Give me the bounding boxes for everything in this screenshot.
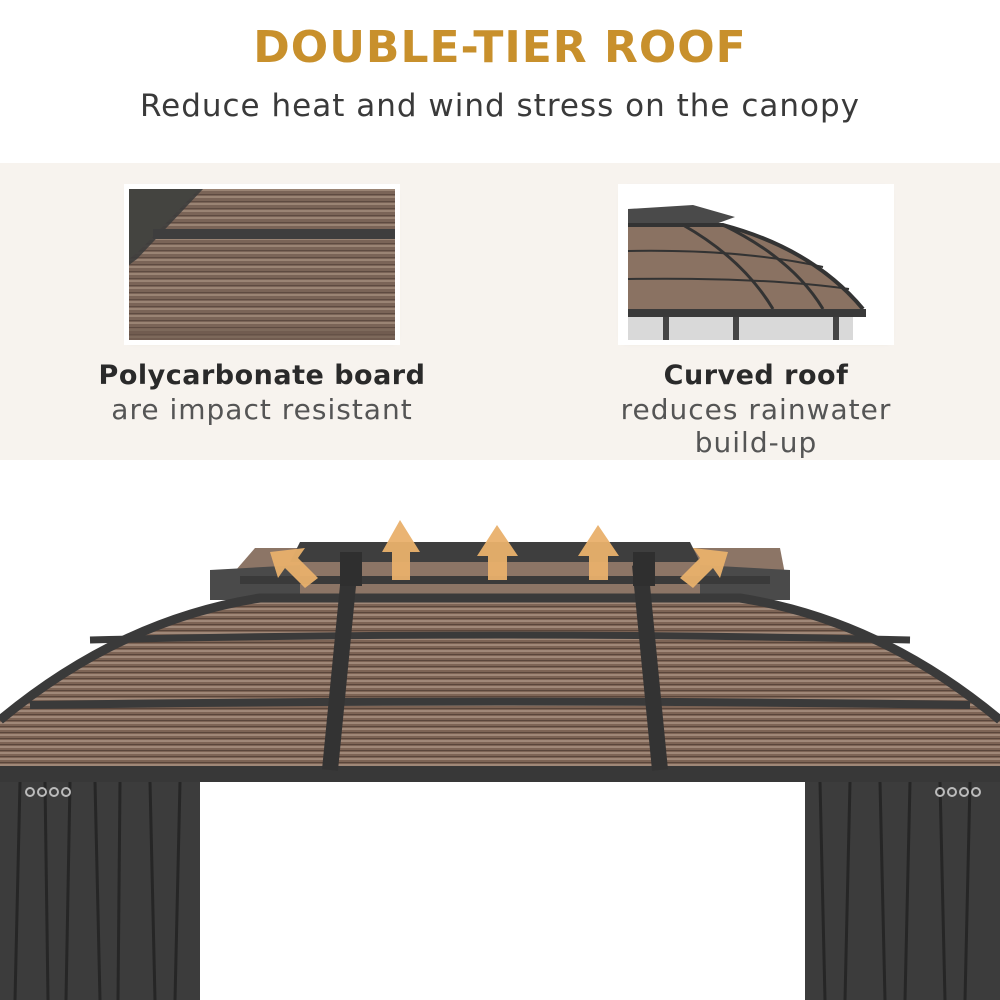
feature-polycarbonate: Polycarbonate board are impact resistant	[42, 189, 482, 426]
airflow-arrow-icon	[680, 548, 728, 588]
page-title: DOUBLE-TIER ROOF	[253, 22, 747, 73]
curved-roof-image	[623, 189, 889, 340]
curved-roof-icon	[623, 189, 889, 340]
gazebo-hero-image	[0, 470, 1000, 1000]
airflow-arrow-icon	[578, 525, 619, 580]
feature-description: are impact resistant	[111, 393, 413, 426]
polycarbonate-panel-image	[129, 189, 395, 340]
airflow-arrow-icon	[382, 520, 420, 580]
feature-title: Curved roof	[663, 360, 849, 391]
airflow-arrow-icon	[270, 548, 318, 588]
page-subtitle: Reduce heat and wind stress on the canop…	[139, 88, 861, 124]
feature-description: reduces rainwater build-up	[620, 393, 892, 459]
features-band: Polycarbonate board are impact resistant…	[0, 163, 1000, 460]
airflow-arrow-icon	[477, 525, 518, 580]
polycarbonate-panel-icon	[129, 189, 395, 340]
feature-curved-roof: Curved roof reduces rainwater build-up	[536, 189, 976, 459]
gazebo-roof-illustration	[0, 520, 1000, 1000]
feature-title: Polycarbonate board	[98, 360, 426, 391]
